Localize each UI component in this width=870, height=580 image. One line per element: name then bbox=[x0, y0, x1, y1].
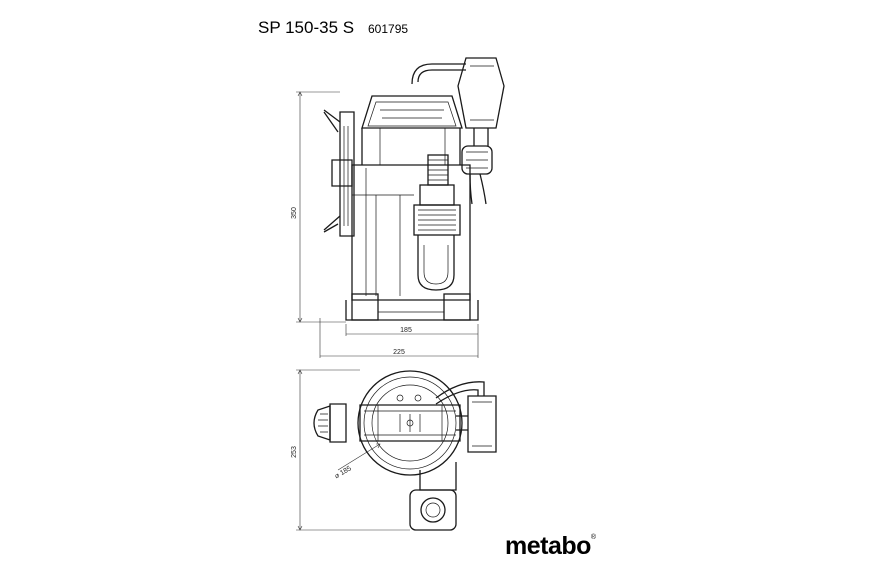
base-width-dimension-label: 185 bbox=[400, 327, 412, 334]
model-name: SP 150-35 S bbox=[258, 18, 355, 37]
diameter-dimension-label: ⌀ 185 bbox=[334, 465, 353, 480]
registered-mark: ® bbox=[590, 534, 596, 541]
side-view bbox=[296, 57, 505, 358]
total-width-dimension-label: 225 bbox=[393, 349, 405, 356]
brand-logo-text: metabo bbox=[505, 532, 591, 560]
article-number: 601795 bbox=[368, 22, 409, 36]
height-dimension-label: 350 bbox=[291, 207, 298, 219]
top-view bbox=[296, 369, 497, 531]
depth-dimension-label: 253 bbox=[291, 446, 298, 458]
brand-logo: metabo® bbox=[505, 532, 596, 561]
